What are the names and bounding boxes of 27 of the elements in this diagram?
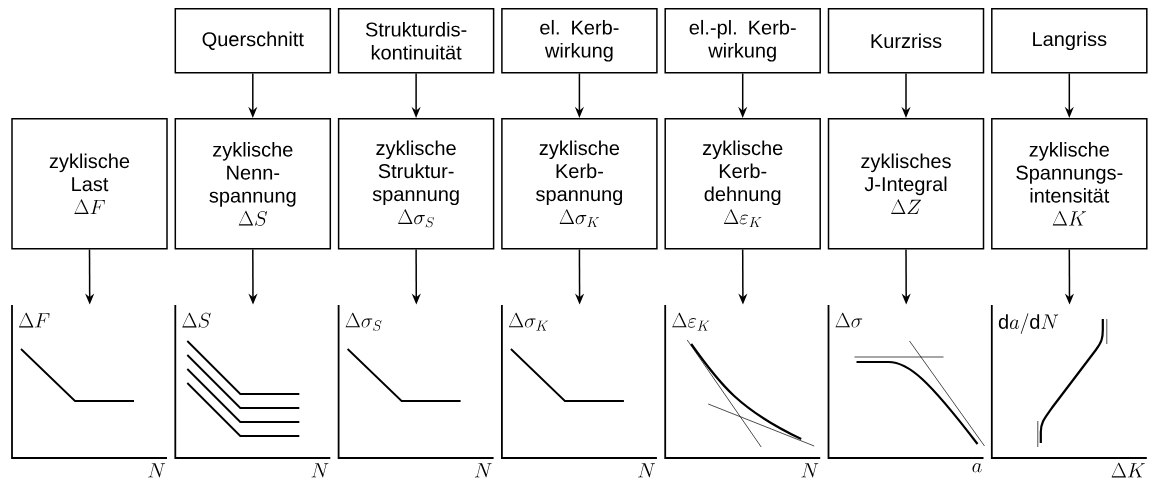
process-box: Kurzriss	[827, 8, 985, 74]
axis-label: $N$	[148, 463, 166, 478]
process-box: zyklische Nenn-spannung $\Delta S$	[174, 118, 332, 250]
process-box: zyklische Spannungs-intensität $\Delta K$	[991, 118, 1148, 250]
axis-label: $N$	[311, 463, 329, 478]
process-box: zyklische Last $\Delta F$	[11, 118, 168, 250]
axis-label: $a$	[972, 463, 982, 473]
axis-label: $\Delta\mathrm{\sigma}_{S}$	[345, 312, 382, 331]
axis-label: $\mathrm{d}a/\mathrm{d}N$	[998, 313, 1059, 334]
axis-label: $\Delta F$	[18, 312, 50, 328]
process-box: zyklische Struktur-spannung $\Delta\sigma_{S}$	[337, 118, 495, 250]
process-box: zyklische Kerb-dehnung $\Delta\varepsilon_{K}$	[664, 118, 821, 250]
process-box: zyklisches J-Integral $\Delta Z$	[827, 118, 985, 250]
axis-label: $\Delta S$	[182, 312, 211, 328]
process-box: zyklische Kerb-spannung $\Delta\sigma_{K}$	[501, 118, 658, 250]
process-box: Strukturdis-kontinuität	[337, 8, 495, 74]
axis-label: $N$	[801, 463, 819, 478]
process-box: Langriss	[991, 8, 1148, 74]
axis-label: $\Delta\varepsilon_{K}$	[672, 312, 710, 331]
axis-label: $N$	[638, 463, 656, 478]
process-box: el. Kerb-wirkung	[501, 8, 658, 74]
axis-label: $N$	[474, 463, 492, 478]
process-box: Querschnitt	[174, 8, 332, 74]
process-box: el.-pl. Kerb-wirkung	[664, 8, 821, 74]
axis-label: $\Delta\sigma$	[835, 312, 863, 328]
axis-label: $\Delta\mathrm{\sigma}_{K}$	[508, 312, 549, 331]
axis-label: $\Delta K$	[1111, 462, 1145, 478]
